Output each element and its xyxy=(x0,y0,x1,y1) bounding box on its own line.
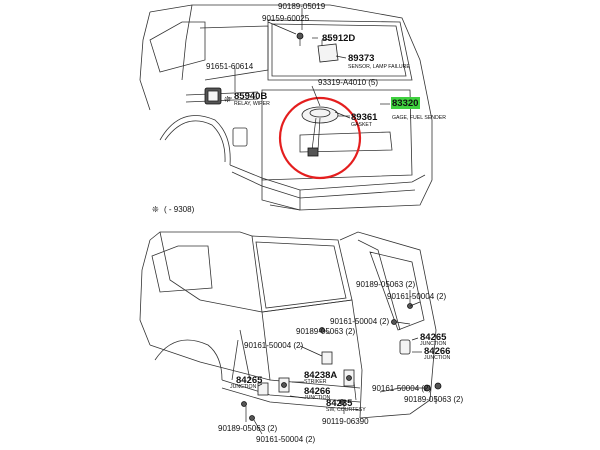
label-85912D: 85912D xyxy=(322,33,355,44)
label-84265-l: 84265 xyxy=(236,375,263,386)
bottom-leader-lines xyxy=(245,290,437,435)
label-90119-06390: 90119-06390 xyxy=(322,417,369,426)
desc-85940B: RELAY, WIPER xyxy=(234,101,270,107)
label-89361: 89361 xyxy=(351,112,378,123)
label-90161-50004-bl: 90161-50004 (2) xyxy=(256,435,315,444)
label-84266-c: 84266 xyxy=(304,386,330,397)
desc-89361: GASKET xyxy=(351,122,373,128)
label-85940B: 85940B xyxy=(234,91,267,102)
label-90161-50004-r2: 90161-50004 (2) xyxy=(330,317,389,326)
label-84238A: 84238A xyxy=(304,370,337,381)
top-leader-lines xyxy=(228,8,390,117)
label-90161-50004-r1: 90161-50004 (2) xyxy=(387,292,446,301)
desc-84265-r: JUNCTION xyxy=(420,341,446,347)
label-93319-A4010: 93319-A4010 (5) xyxy=(318,78,378,87)
desc-84266-c: JUNCTION xyxy=(304,395,330,401)
desc-84265-l: JUNCTION xyxy=(230,384,256,390)
lamp-failure-sensor xyxy=(317,38,339,63)
label-84235: 84235 xyxy=(326,398,353,409)
footnote-symbol: ❊ xyxy=(152,205,159,214)
label-89373: 89373 xyxy=(348,53,374,64)
desc-84238A: STRIKER xyxy=(304,379,327,385)
label-90189-05063-r: 90189-05063 (2) xyxy=(356,280,415,289)
desc-83320: GAGE, FUEL SENDER xyxy=(392,115,446,121)
bottom-parts xyxy=(241,303,442,421)
label-90161-50004-b: 90161-50004 (2) xyxy=(372,384,431,393)
fuel-sender-gauge xyxy=(301,106,351,157)
label-84266-r: 84266 xyxy=(424,346,450,357)
top-van-body xyxy=(139,4,433,211)
footnote-text: ( - 9308) xyxy=(164,205,195,214)
label-90161-50004-l: 90161-50004 (2) xyxy=(244,341,303,350)
highlight-circle xyxy=(278,96,362,180)
bottom-van-body xyxy=(139,231,437,419)
label-90159-60025: 90159-60025 xyxy=(262,14,310,23)
wiper-relay xyxy=(204,87,222,105)
desc-84266-r: JUNCTION xyxy=(424,355,450,361)
label-90189-05063-br: 90189-05063 (2) xyxy=(404,395,463,404)
label-84265-r: 84265 xyxy=(420,332,447,343)
footnote-mark-85940B: ❊ xyxy=(224,95,231,104)
label-91651-60614: 91651-60614 xyxy=(206,62,254,71)
label-90189-05063-c: 90189-05063 (2) xyxy=(296,327,355,336)
desc-89373: SENSOR, LAMP FAILURE xyxy=(348,64,410,70)
highlight-83320 xyxy=(391,97,420,109)
label-90189-05019: 90189-05019 xyxy=(278,2,326,11)
desc-84235: SW, COURTESY xyxy=(326,407,366,413)
label-90189-05063-bl: 90189-05063 (2) xyxy=(218,424,277,433)
label-83320: 83320 xyxy=(392,98,418,109)
bolt-85912D xyxy=(296,32,304,46)
